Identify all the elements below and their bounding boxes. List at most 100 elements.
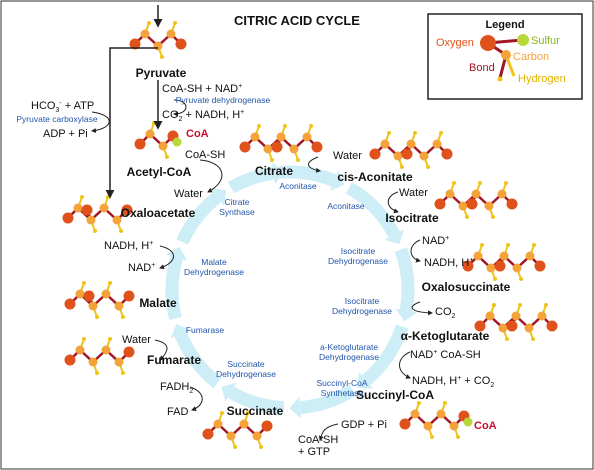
hydrogen-atom <box>309 124 313 128</box>
enzyme-citrate-synthase-line1: Citrate <box>224 197 249 207</box>
pc-side-arrow <box>91 111 110 133</box>
enzyme-isocitrate-dh-1-line1: Isocitrate <box>341 246 376 256</box>
cycle-arc-segment <box>227 386 285 415</box>
legend-hydrogen-label: Hydrogen <box>518 73 566 85</box>
carbon-atom <box>449 421 459 431</box>
cofactor-akg-input: NAD+ CoA-SH <box>410 349 481 361</box>
oxygen-atom <box>123 290 135 302</box>
carbon-atom <box>250 132 260 142</box>
enzyme-fumarase: Fumarase <box>186 325 225 335</box>
metabolite-cis-aconitate: cis-Aconitate <box>337 170 413 184</box>
carbon-atom <box>73 203 83 213</box>
aco2-side-arrow <box>387 191 399 214</box>
hydrogen-atom <box>519 277 523 281</box>
hydrogen-atom <box>531 337 535 341</box>
metabolite-succinyl-coa: Succinyl-CoA <box>356 388 434 402</box>
cofactor-pdh-input: CoA-SH + NAD+ <box>162 83 242 95</box>
oxygen-atom <box>123 346 135 358</box>
cofactor-cs-water: Water <box>174 188 203 200</box>
carbon-atom <box>263 144 273 154</box>
hydrogen-atom <box>439 131 443 135</box>
carbon-atom <box>88 357 98 367</box>
hydrogen-atom <box>259 445 263 449</box>
carbon-atom <box>114 357 124 367</box>
oxygen-atom <box>271 141 283 153</box>
hydrogen-atom <box>147 21 151 25</box>
hydrogen-atom <box>430 435 434 439</box>
enzyme-citrate-synthase-line2: Synthase <box>219 207 255 217</box>
cofactor-pdh-output: CO2 + NADH, H+ <box>162 109 244 123</box>
pdh-side-arrow <box>173 99 187 117</box>
carbon-atom <box>153 41 163 51</box>
hydrogen-atom <box>400 165 404 169</box>
oxygen-atom <box>62 212 74 224</box>
succinyl-coa-molecule <box>399 401 473 439</box>
hydrogen-atom <box>165 155 169 159</box>
carbon-atom <box>252 431 262 441</box>
idh1-side-arrow <box>410 239 421 263</box>
hydrogen-atom <box>173 21 177 25</box>
legend-hydrogen-atom <box>497 76 503 82</box>
cycle-arc-segment <box>227 166 275 194</box>
legend-oxygen-atom <box>480 35 496 51</box>
cycle-arc-segment <box>165 255 183 321</box>
carbon-atom <box>145 129 155 139</box>
oxygen-atom <box>534 260 546 272</box>
hydrogen-atom <box>506 243 510 247</box>
legend-bond-label: Bond <box>469 62 495 74</box>
pyruvate-molecule <box>129 21 187 59</box>
carbon-atom <box>484 201 494 211</box>
metabolite-acetyl-coa: Acetyl-CoA <box>127 165 192 179</box>
metabolite-malate: Malate <box>139 296 177 310</box>
carbon-atom <box>86 215 96 225</box>
carbon-atom <box>497 189 507 199</box>
enzyme-succinyl-coa-synthetase-line2: Synthetase <box>321 388 364 398</box>
carbon-atom <box>436 409 446 419</box>
cycle-arc-segment <box>345 182 400 238</box>
aco1-side-arrow <box>308 156 321 173</box>
carbon-atom <box>140 29 150 39</box>
akg-side-arrow <box>399 351 411 379</box>
mdh-side-arrow <box>159 245 174 270</box>
hydrogen-atom <box>283 124 287 128</box>
enzyme-succinate-dh-line2: Dehydrogenase <box>216 369 276 379</box>
cycle-arc-segment <box>176 191 222 245</box>
carbon-atom <box>276 132 286 142</box>
oxygen-atom <box>546 320 558 332</box>
legend-box <box>427 13 583 100</box>
cycle-arrowhead <box>330 170 345 191</box>
cofactor-fum-water: Water <box>122 334 151 346</box>
carbon-atom <box>75 345 85 355</box>
hydrogen-atom <box>220 411 224 415</box>
oxygen-atom <box>466 198 478 210</box>
pyruvate-carboxylase-arrow <box>105 47 158 199</box>
enzyme-isocitrate-dh-2-line2: Dehydrogenase <box>332 306 392 316</box>
fumarate-molecule <box>64 337 135 375</box>
carbon-atom <box>99 203 109 213</box>
oxygen-atom <box>506 320 518 332</box>
cofactor-scs-output-line2: + GTP <box>298 446 330 458</box>
hydrogen-atom <box>387 131 391 135</box>
hydrogen-atom <box>478 181 482 185</box>
oxygen-atom <box>83 290 95 302</box>
enzyme-pyruvate-carboxylase: Pyruvate carboxylase <box>16 114 98 124</box>
enzyme-pyruvate-dehydrogenase: Pyruvate dehydrogenase <box>176 95 271 105</box>
cycle-arc-segment <box>299 384 356 415</box>
cofactor-idh2-co2: CO2 <box>435 306 456 320</box>
cis-aconitate-molecule <box>369 131 453 169</box>
carbon-atom <box>524 323 534 333</box>
oxygen-atom <box>399 418 411 430</box>
hydrogen-atom <box>246 411 250 415</box>
carbon-atom <box>410 409 420 419</box>
fum-side-arrow <box>154 339 168 361</box>
oxygen-atom <box>129 38 141 50</box>
sdh-side-arrow <box>189 386 203 412</box>
oxygen-atom <box>202 428 214 440</box>
carbon-atom <box>114 301 124 311</box>
oxygen-atom <box>64 354 76 366</box>
metabolite-isocitrate: Isocitrate <box>385 211 439 225</box>
cofactor-mdh-nadh: NADH, H+ <box>104 240 153 252</box>
carbon-atom <box>471 189 481 199</box>
oxygen-atom <box>494 260 506 272</box>
hydrogen-atom <box>121 371 125 375</box>
